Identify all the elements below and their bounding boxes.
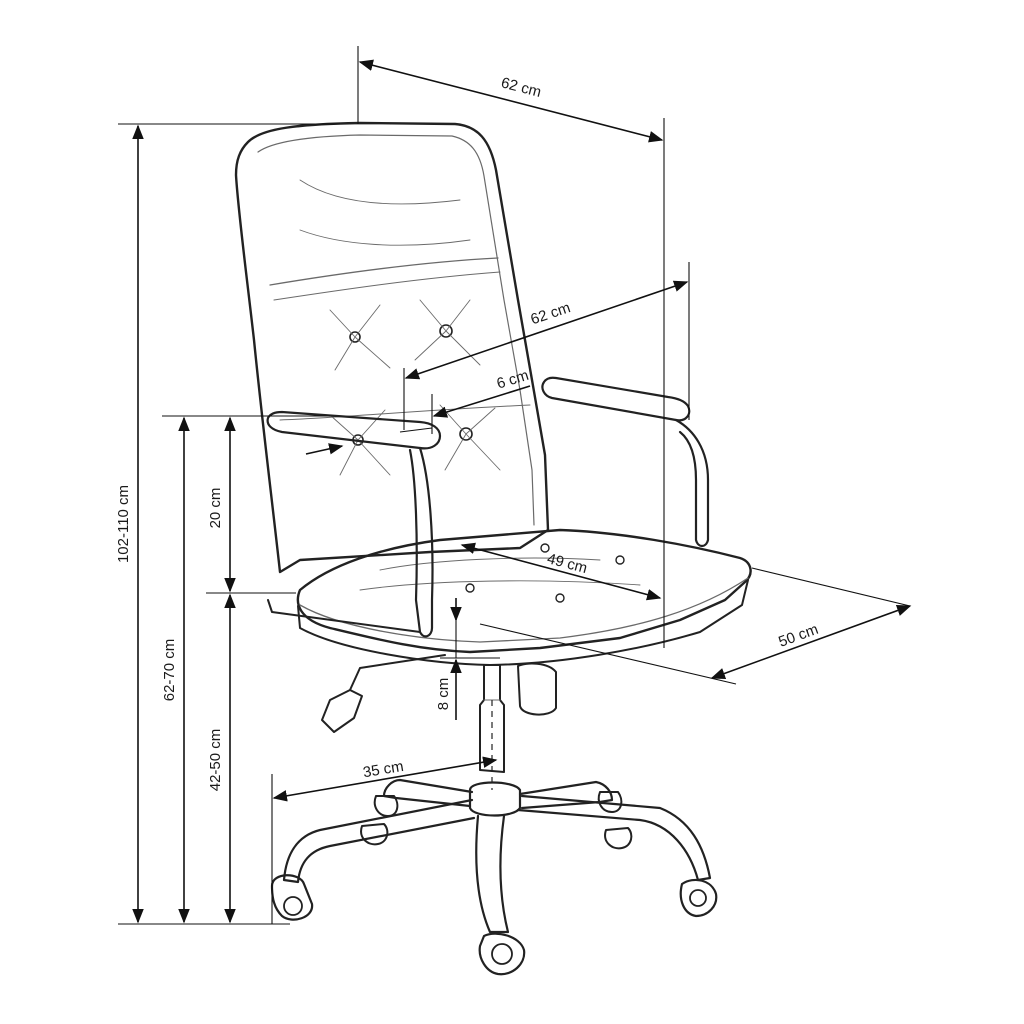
left-armrest — [266, 410, 442, 638]
arm-thickness-dim-line — [305, 443, 344, 455]
extension-line — [399, 427, 433, 433]
office-chair-illustration — [234, 121, 752, 976]
tilt-lever — [321, 654, 557, 733]
tuft-button — [540, 543, 550, 553]
seat-height-label: 42-50 cm — [207, 729, 224, 792]
caster-wheel — [604, 827, 633, 850]
seat-width-dim-line — [710, 605, 912, 679]
arm-thickness-dim-line — [432, 385, 531, 418]
caster-wheel — [478, 932, 526, 976]
top-width-dim-line — [358, 59, 664, 143]
right-armrest — [541, 376, 710, 548]
seat-depth-dim-line — [460, 542, 662, 601]
tuft-button — [465, 583, 475, 593]
caster-wheel — [373, 795, 399, 817]
base-radius-label: 35 cm — [362, 758, 405, 782]
dimension-lines — [118, 46, 912, 925]
caster-wheel — [597, 791, 623, 813]
tuft-button — [349, 331, 361, 343]
caster-wheel — [283, 896, 303, 916]
tuft-button — [615, 555, 625, 565]
arm-width-dim-line — [404, 280, 689, 380]
arm-height-label: 62-70 cm — [161, 639, 178, 702]
star-base — [282, 778, 712, 934]
seat — [296, 528, 752, 666]
tuft-button — [555, 593, 565, 603]
arm-thickness-label: 6 cm — [495, 367, 531, 393]
base-radius-dim-line — [272, 756, 498, 802]
gas-lift-label: 8 cm — [435, 678, 452, 711]
tuft-button — [459, 427, 473, 441]
total-height-label: 102-110 cm — [115, 485, 132, 563]
backrest — [234, 121, 550, 574]
extension-line — [751, 567, 911, 607]
casters — [270, 791, 718, 976]
caster-wheel — [360, 823, 389, 846]
top-width-label: 62 cm — [499, 74, 543, 101]
caster-wheel — [270, 874, 314, 921]
caster-wheel — [679, 878, 718, 918]
caster-wheel — [689, 889, 707, 907]
caster-wheel — [491, 943, 513, 965]
armrest-above-seat-label: 20 cm — [207, 488, 224, 529]
extension-line — [479, 623, 737, 685]
